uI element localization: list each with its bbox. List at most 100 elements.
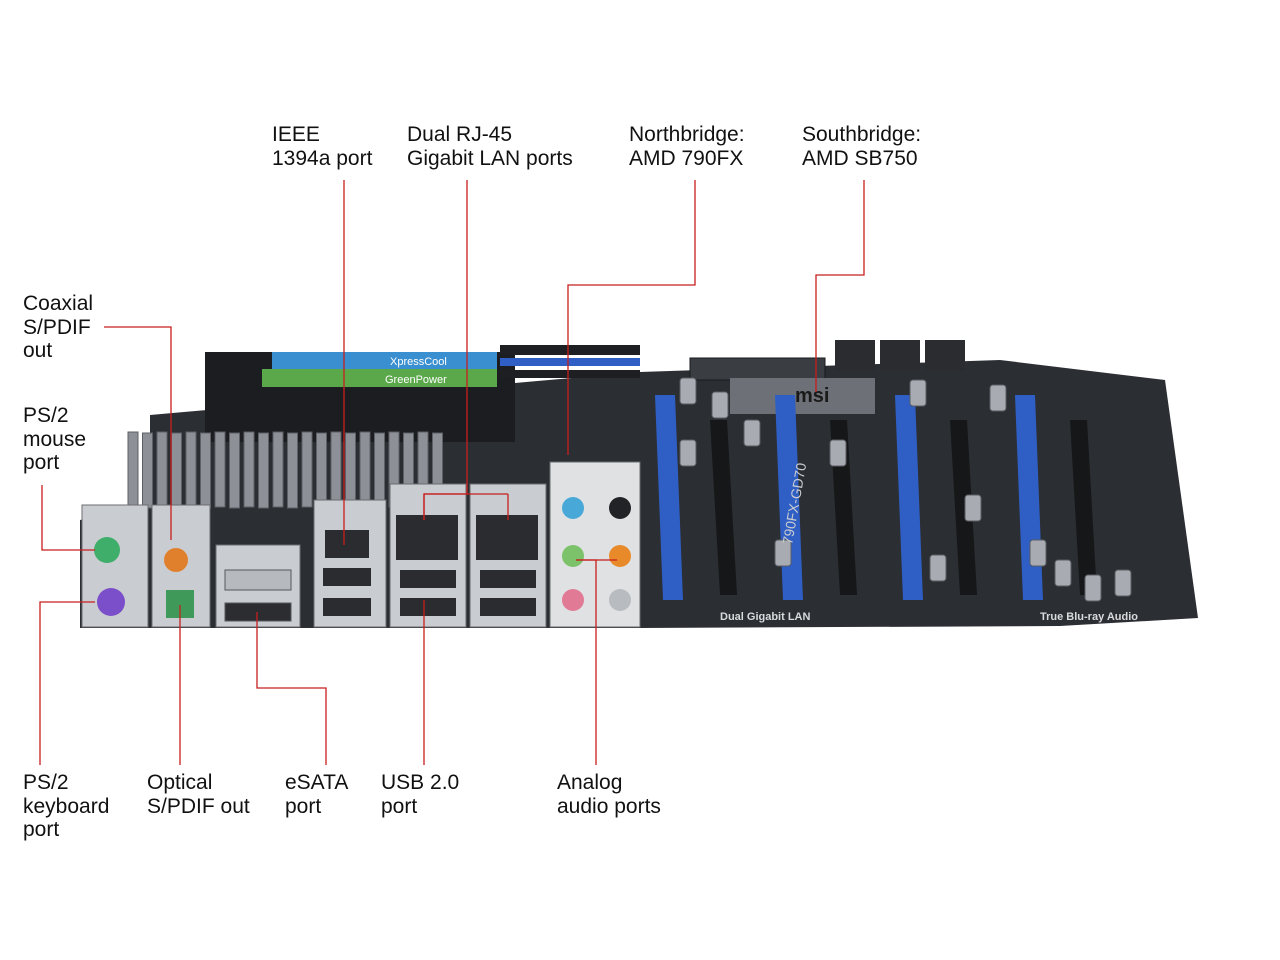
audio-jack-black <box>609 497 631 519</box>
pcie-slot <box>950 420 977 595</box>
heatsink-fin <box>214 431 226 508</box>
label-ps2-keyboard: PS/2 keyboard port <box>23 771 109 842</box>
ieee1394a-port <box>325 530 369 558</box>
coaxial-spdif-jack <box>164 548 188 572</box>
xpresscool-sticker <box>272 352 497 370</box>
usb-port <box>224 569 292 591</box>
audio-jack-blue <box>562 497 584 519</box>
label-ieee1394a: IEEE 1394a port <box>272 123 372 170</box>
leader-ps2-mouse <box>41 485 95 551</box>
pcie-slot <box>710 420 737 595</box>
dimm-slot <box>500 345 640 355</box>
leader-southbridge <box>815 180 865 392</box>
label-line: mouse <box>23 427 87 451</box>
label-line: Northbridge: <box>629 123 745 146</box>
label-line: USB 2.0 <box>381 771 460 794</box>
heatsink-fins <box>127 431 443 509</box>
leader-lines <box>39 180 865 765</box>
capacitor <box>1029 539 1047 567</box>
label-line: AMD SB750 <box>802 146 918 170</box>
label-optical-spdif: Optical S/PDIF out <box>147 771 250 818</box>
heatsink-fin <box>156 431 168 508</box>
capacitor <box>743 419 761 447</box>
label-rj45: Dual RJ-45 Gigabit LAN ports <box>407 123 573 170</box>
heatsink-fin <box>243 431 255 508</box>
ide-connector <box>689 357 826 381</box>
usb-port <box>480 598 536 616</box>
usb-port <box>400 598 456 616</box>
label-line: Southbridge: <box>802 123 922 146</box>
sata-connector <box>925 340 965 370</box>
capacitor <box>989 384 1007 412</box>
label-line: Dual RJ-45 <box>407 123 513 146</box>
board-audio-text: True Blu-ray Audio <box>1040 611 1138 623</box>
heatsink-fin <box>316 432 327 509</box>
heatsink-fin <box>374 432 385 509</box>
heatsink-fin <box>171 432 182 509</box>
heatsink-fin <box>287 432 298 509</box>
leader-esata <box>256 612 327 765</box>
label-usb: USB 2.0 port <box>381 771 459 818</box>
pcie-x16-slot <box>655 395 683 600</box>
label-analog-audio: Analog audio ports <box>557 771 661 818</box>
capacitor <box>1084 574 1102 602</box>
heatsink-fin <box>127 431 139 508</box>
sata-connector <box>835 340 875 370</box>
heatsink-fin <box>142 432 153 509</box>
ps2-keyboard-port <box>97 588 125 616</box>
label-southbridge: Southbridge: AMD SB750 <box>802 123 921 170</box>
label-line: Analog <box>557 771 623 794</box>
capacitor <box>679 377 697 405</box>
audio-jack-pink <box>562 589 584 611</box>
ps2-mouse-port <box>94 537 120 563</box>
heatsink-fin <box>185 431 197 508</box>
heatsink-fin <box>345 432 356 509</box>
label-line: PS/2 <box>23 771 69 794</box>
capacitor <box>1054 559 1072 587</box>
heatsink-fin <box>229 432 240 509</box>
esata-port <box>224 602 292 622</box>
usb-port <box>323 598 371 616</box>
label-esata: eSATA port <box>285 771 348 818</box>
label-line: S/PDIF out <box>147 794 250 818</box>
usb-port <box>323 568 371 586</box>
capacitors <box>679 377 1132 602</box>
label-line: port <box>285 794 322 818</box>
capacitor <box>774 539 792 567</box>
rj45-port <box>476 515 538 560</box>
heatsink-fin <box>359 431 371 508</box>
heatsink-fin <box>272 431 284 508</box>
usb-port <box>400 570 456 588</box>
label-line: PS/2 <box>23 404 69 427</box>
label-line: 1394a port <box>272 146 373 170</box>
label-coaxial-spdif: Coaxial S/PDIF out <box>23 292 93 363</box>
brand-logo: msi <box>795 385 829 407</box>
label-line: Coaxial <box>23 292 94 315</box>
label-ps2-mouse: PS/2 mouse port <box>23 404 86 475</box>
leader-northbridge <box>567 180 696 455</box>
label-line: keyboard <box>23 794 110 818</box>
capacitor <box>679 439 697 467</box>
audio-jack-orange <box>609 545 631 567</box>
capacitor <box>964 494 982 522</box>
sticker-text: XpressCool <box>390 356 447 368</box>
capacitor <box>711 391 729 419</box>
label-line: eSATA <box>285 771 349 794</box>
dimm-slot <box>500 358 640 366</box>
audio-jack-grey <box>609 589 631 611</box>
label-line: Optical <box>147 771 213 794</box>
capacitor <box>929 554 947 582</box>
greenpower-sticker <box>262 369 497 387</box>
sticker-text-2: GreenPower <box>385 374 447 386</box>
heatsink-fin <box>301 431 313 508</box>
heatsink-fin <box>258 432 269 509</box>
pcie-x16-slot <box>895 395 923 600</box>
capacitor <box>829 439 847 467</box>
sata-connector <box>880 340 920 370</box>
leader-coaxial <box>104 326 172 540</box>
rj45-port <box>396 515 458 560</box>
capacitor <box>909 379 927 407</box>
southbridge-heatsink <box>730 378 875 414</box>
label-line: port <box>381 794 418 818</box>
